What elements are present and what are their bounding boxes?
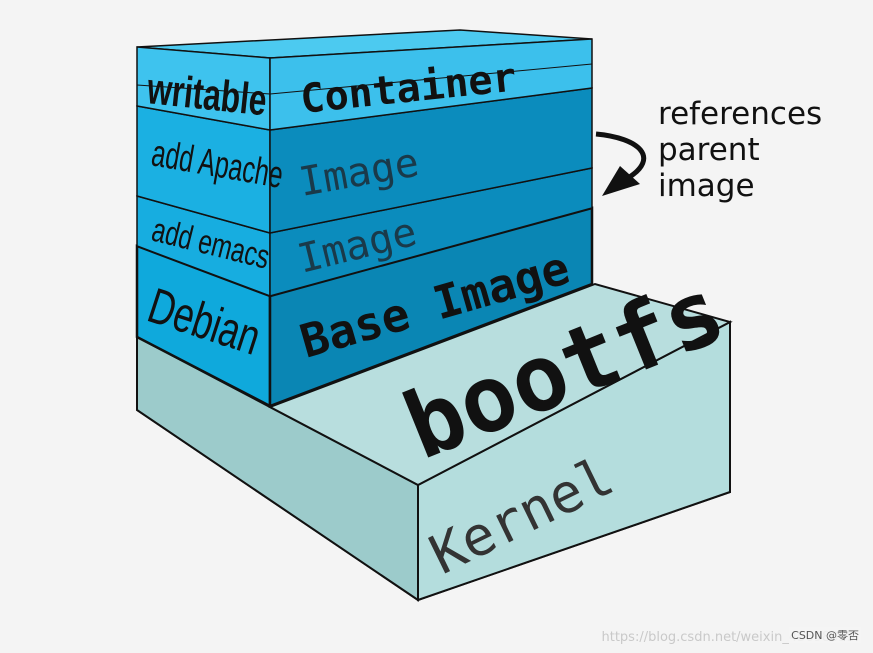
references-arrow	[595, 131, 647, 196]
apache-layer: add Apache Image	[136, 87, 593, 234]
annotation-line-1: references	[658, 96, 822, 132]
references-annotation: references parent image	[658, 96, 822, 204]
annotation-line-2: parent	[658, 132, 760, 168]
annotation-line-3: image	[658, 168, 755, 204]
watermark-credit: CSDN @零否	[789, 627, 861, 643]
